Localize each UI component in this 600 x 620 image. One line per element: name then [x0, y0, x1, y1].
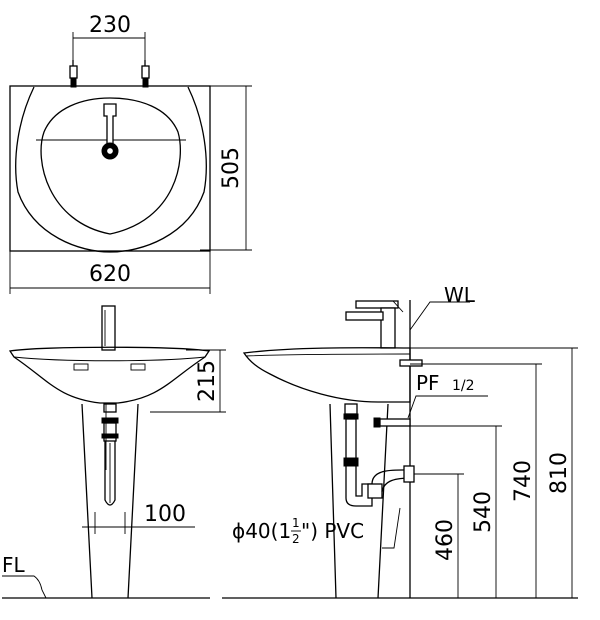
wall-label: WL	[444, 283, 476, 307]
floor-label: FL	[2, 553, 26, 577]
front-basin	[8, 346, 211, 404]
supply-label: PF	[416, 371, 440, 395]
supply-leader	[407, 395, 488, 419]
front-basin-rim	[13, 356, 206, 362]
top-wall-outline	[9, 85, 211, 252]
tap-left-icon	[69, 60, 78, 88]
dim-height-rim: 740	[511, 460, 536, 502]
top-view: 230 505 620	[9, 13, 252, 294]
drain-fraction-bottom: 2	[292, 532, 300, 546]
front-trap	[101, 403, 119, 506]
supply-size: 1/2	[452, 378, 475, 394]
front-overflow-right	[130, 363, 146, 371]
drain-prefix: ϕ40(1	[232, 519, 291, 543]
dim-height-supply: 540	[471, 491, 496, 533]
front-overflow-left	[73, 363, 89, 371]
side-supply-valve	[399, 359, 423, 367]
drain-inner	[105, 146, 115, 156]
dim-height-drain: 460	[433, 519, 458, 561]
tap-right-icon	[141, 60, 150, 88]
floor-leader	[2, 575, 47, 599]
side-pedestal	[329, 403, 389, 599]
front-faucet	[101, 305, 116, 351]
drain-fraction-top: 1	[292, 516, 300, 530]
dim-basin-depth: 505	[219, 147, 244, 189]
drain-leader	[382, 507, 401, 549]
front-view: 215 100 FL	[2, 305, 226, 599]
dim-pedestal-width: 100	[144, 502, 186, 527]
side-faucet	[345, 300, 404, 349]
dim-height-overall: 810	[547, 452, 572, 494]
side-view: WL PF	[222, 283, 578, 599]
side-basin	[242, 347, 411, 403]
dim-faucet-spacing: 230	[89, 13, 131, 38]
top-bowl	[40, 97, 181, 235]
side-trap	[343, 403, 415, 507]
front-pedestal	[81, 403, 139, 599]
top-basin-outline	[15, 86, 207, 253]
side-basin-rim	[245, 353, 411, 357]
drain-suffix: ") PVC	[301, 519, 364, 543]
side-angle-valve	[373, 417, 411, 428]
dim-basin-width: 620	[89, 262, 131, 287]
dim-basin-height: 215	[195, 360, 220, 402]
wall-leader	[409, 301, 470, 331]
